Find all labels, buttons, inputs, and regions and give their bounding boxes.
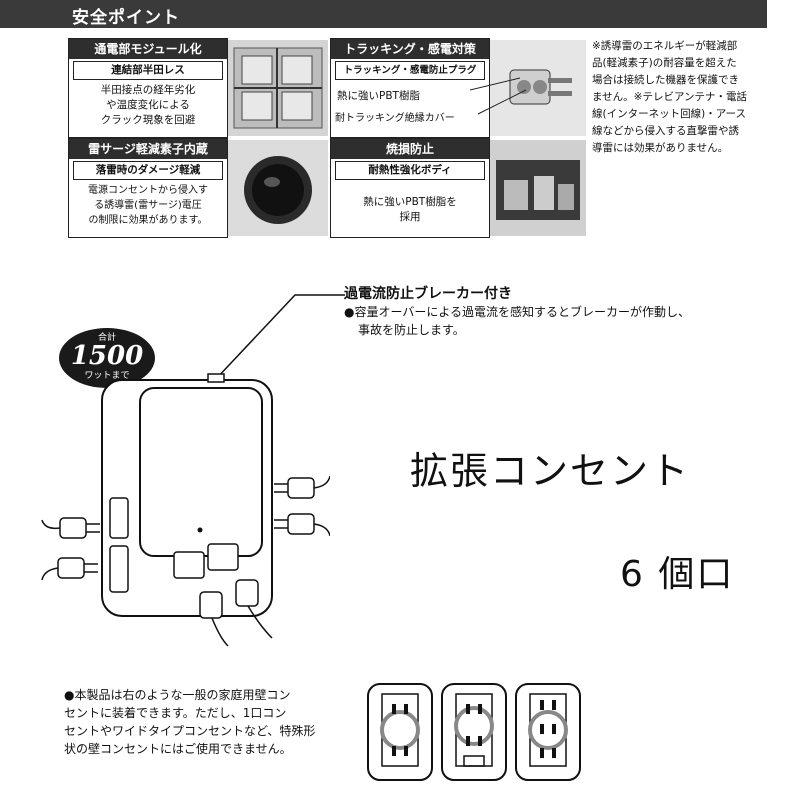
panel-module-line: や温度変化による: [106, 99, 190, 111]
indicator-light-icon: [197, 527, 203, 533]
compat-line: セントやワイドタイプコンセントなど、特殊形: [64, 724, 316, 738]
front-outlet-icon: [173, 551, 205, 579]
side-outlet-icon: [109, 545, 129, 593]
panel-module-line: クラック現象を回避: [100, 114, 196, 126]
body-interior-photo: [490, 140, 586, 236]
power-strip-illustration: [41, 373, 330, 647]
section-header: 安全ポイント: [0, 0, 767, 28]
module-photo: [228, 40, 328, 136]
side-note-line: 線(インターネット回線)・アース: [592, 108, 747, 120]
panel-fire: 焼損防止 耐熱性強化ボディ 熱に強いPBT樹脂を 採用: [330, 138, 490, 238]
breaker-title: 過電流防止ブレーカー付き: [344, 286, 512, 302]
side-outlet-icon: [109, 497, 129, 539]
wall-outlet-examples: [367, 683, 581, 781]
compatibility-note: ●本製品は右のような一般の家庭用壁コン セントに装着できます。ただし、1口コン …: [64, 686, 364, 758]
panel-module: 通電部モジュール化 連結部半田レス 半田接点の経年劣化 や温度変化による クラッ…: [68, 38, 228, 138]
surge-element-photo: [228, 140, 328, 236]
wattage-badge: 合計 1500 ワットまで: [59, 328, 155, 400]
panel-surge-line: る誘導雷(雷サージ)電圧: [94, 200, 202, 211]
side-note-line: ません。※テレビアンテナ・電話: [592, 91, 748, 103]
panel-module-text: 半田接点の経年劣化 や温度変化による クラック現象を回避: [69, 83, 227, 128]
panel-module-subtitle: 連結部半田レス: [73, 61, 223, 80]
panel-surge-line: の制限に効果があります。: [88, 215, 208, 226]
panel-fire-title: 焼損防止: [331, 139, 489, 159]
breaker-description: ●容量オーバーによる過電流を感知するとブレーカーが作動し、 事故を防止します。: [344, 303, 784, 339]
panel-fire-line: 採用: [399, 211, 421, 223]
product-name: 拡張コンセント: [410, 449, 691, 493]
panel-tracking-title: トラッキング・感電対策: [331, 39, 489, 59]
side-note-line: 品(軽減素子)の耐容量を超えた: [592, 57, 737, 69]
panel-surge-subtitle: 落雷時のダメージ軽減: [73, 161, 223, 180]
panel-surge-line: 電源コンセントから侵入す: [88, 185, 208, 196]
panel-module-title: 通電部モジュール化: [69, 39, 227, 59]
panel-tracking-subtitle: トラッキング・感電防止プラグ: [335, 61, 485, 80]
breaker-button-icon: [207, 373, 225, 383]
panel-surge: 雷サージ軽減素子内蔵 落雷時のダメージ軽減 電源コンセントから侵入す る誘導雷(…: [68, 138, 228, 238]
wall-outlet-icon: [367, 683, 433, 781]
tracking-label-cover: 耐トラッキング絶縁カバー: [335, 113, 455, 124]
panel-fire-subtitle: 耐熱性強化ボディ: [335, 161, 485, 180]
compat-line: ●本製品は右のような一般の家庭用壁コン: [64, 688, 291, 702]
side-note-line: 導雷には効果がありません。: [592, 142, 729, 154]
circuit-module-icon: [233, 47, 323, 129]
compat-line: 状の壁コンセントにはご使用できません。: [64, 742, 292, 756]
side-note-line: 場合は接続した機器を保護でき: [592, 74, 739, 86]
surge-side-note: ※誘導雷のエネルギーが軽減部 品(軽減素子)の耐容量を超えた 場合は接続した機器…: [592, 38, 772, 157]
badge-bottom-text: ワットまで: [84, 370, 129, 381]
panel-fire-text: 熱に強いPBT樹脂を 採用: [331, 195, 489, 225]
wall-outlet-icon: [441, 683, 507, 781]
breaker-line: 事故を防止します。: [358, 323, 465, 337]
panel-surge-text: 電源コンセントから侵入す る誘導雷(雷サージ)電圧 の制限に効果があります。: [69, 183, 227, 228]
compat-line: セントに装着できます。ただし、1口コン: [64, 706, 287, 720]
badge-top-text: 合計: [98, 331, 116, 343]
breaker-line: ●容量オーバーによる過電流を感知するとブレーカーが作動し、: [344, 305, 690, 319]
badge-number: 1500: [71, 341, 143, 371]
side-note-line: 線などから侵入する直撃雷や誘: [592, 125, 739, 137]
panel-fire-line: 熱に強いPBT樹脂を: [363, 196, 457, 208]
port-count: 6 個口: [620, 554, 735, 595]
tracking-label-pbt: 熱に強いPBT樹脂: [337, 90, 420, 102]
wall-outlet-icon: [515, 683, 581, 781]
section-title: 安全ポイント: [72, 8, 180, 28]
panel-tracking: トラッキング・感電対策 トラッキング・感電防止プラグ 熱に強いPBT樹脂 耐トラ…: [330, 38, 490, 138]
panel-surge-title: 雷サージ軽減素子内蔵: [69, 139, 227, 159]
side-note-line: ※誘導雷のエネルギーが軽減部: [592, 40, 738, 52]
surge-element-icon: [244, 156, 312, 224]
plug-right-icon: [274, 475, 330, 537]
body-interior-icon: [496, 160, 580, 220]
panel-module-line: 半田接点の経年劣化: [100, 84, 196, 96]
badge-bubble: [59, 328, 155, 388]
breaker-leader-line: [214, 294, 345, 381]
tracking-leader-lines: [470, 77, 527, 115]
front-outlet-icon: [207, 543, 239, 571]
plug-bottom-icon: [199, 579, 273, 647]
plug-left-icon: [41, 517, 100, 581]
